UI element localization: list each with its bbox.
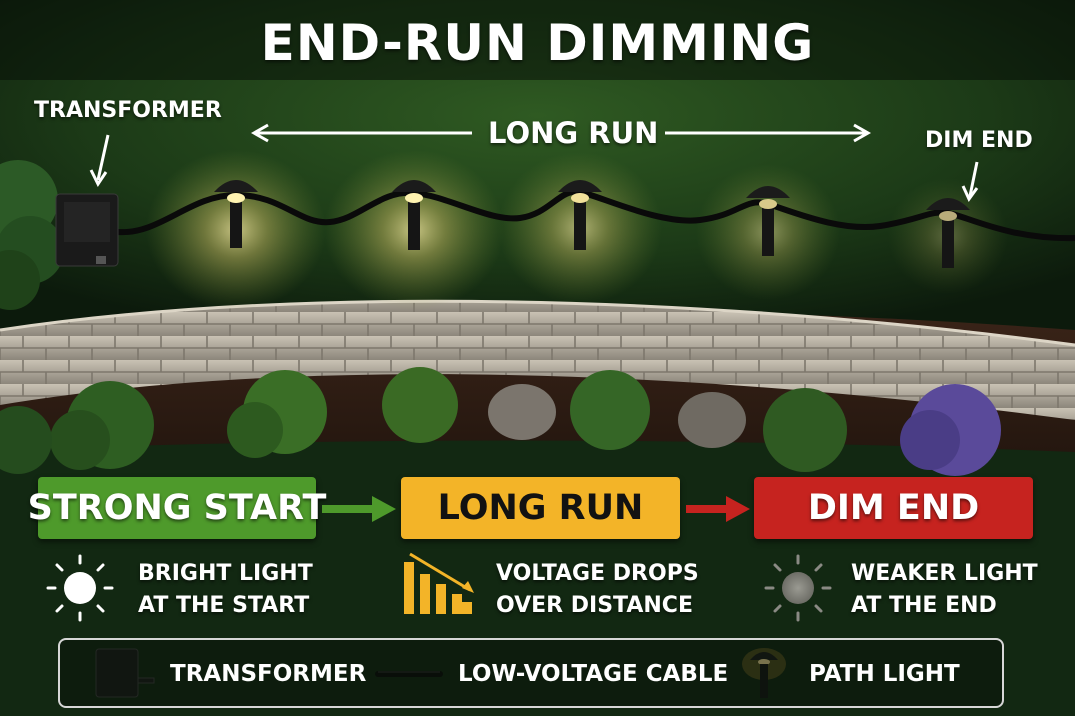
- long-run-description-line1: VOLTAGE DROPS: [496, 561, 699, 586]
- voltage-drop-chart-icon: [404, 552, 474, 614]
- stage-arrow-2: [686, 496, 750, 522]
- dim-end-description: WEAKER LIGHT AT THE END: [851, 558, 1038, 622]
- strong-start-box: STRONG START: [28, 477, 326, 539]
- path-light-1: [214, 180, 258, 248]
- long-run-description-line2: OVER DISTANCE: [496, 593, 693, 618]
- path-light-4: [746, 186, 790, 256]
- low-voltage-cable: [117, 188, 1075, 242]
- dim-sun-icon: [764, 554, 832, 622]
- path-light-5: [926, 198, 970, 268]
- dim-end-description-line2: AT THE END: [851, 593, 997, 618]
- dim-end-label: DIM END: [925, 128, 1033, 153]
- dim-end-description-line1: WEAKER LIGHT: [851, 561, 1038, 586]
- legend-transformer-label: TRANSFORMER: [170, 661, 367, 687]
- strong-start-description: BRIGHT LIGHT AT THE START: [138, 558, 313, 622]
- shrubs-bed: [0, 367, 1001, 476]
- page-title: END-RUN DIMMING: [260, 14, 815, 72]
- long-run-arrow: [250, 123, 872, 143]
- stage-arrow-1: [322, 496, 396, 522]
- legend-cable-label: LOW-VOLTAGE CABLE: [458, 661, 729, 687]
- path-light-3: [558, 180, 602, 250]
- path-light-2: [392, 180, 436, 250]
- strong-start-description-line1: BRIGHT LIGHT: [138, 561, 313, 586]
- long-run-label: LONG RUN: [488, 116, 659, 150]
- legend-path-light-label: PATH LIGHT: [809, 661, 960, 687]
- transformer-pointer-arrow: [89, 134, 110, 187]
- dim-end-box: DIM END: [754, 477, 1033, 539]
- long-run-description: VOLTAGE DROPS OVER DISTANCE: [496, 558, 699, 622]
- bright-sun-icon: [46, 554, 114, 622]
- strong-start-description-line2: AT THE START: [138, 593, 310, 618]
- long-run-box: LONG RUN: [401, 477, 680, 539]
- transformer-label: TRANSFORMER: [34, 98, 222, 123]
- shrub-left: [0, 160, 64, 310]
- dim-end-pointer-arrow: [961, 161, 979, 202]
- legend: TRANSFORMER LOW-VOLTAGE CABLE PATH LIGHT: [58, 638, 1004, 708]
- transformer-unit: [55, 193, 119, 267]
